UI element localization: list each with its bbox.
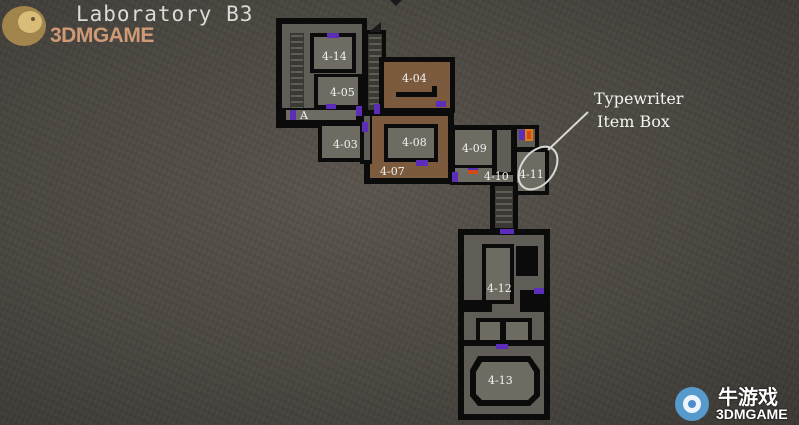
corner-watermark-en: 3DMGAME	[716, 406, 788, 422]
room-4-05[interactable]	[314, 74, 362, 108]
typewriter-legend-label: Typewriter	[594, 89, 684, 108]
corner-watermark-cn: 牛游戏	[718, 385, 778, 409]
label-4-13: 4-13	[488, 374, 513, 387]
room-4-13[interactable]	[458, 318, 550, 420]
item-box-legend-label: Item Box	[597, 112, 670, 131]
room-4-09[interactable]	[450, 125, 498, 170]
label-point-a: A	[299, 109, 309, 122]
label-4-05: 4-05	[330, 86, 355, 99]
label-4-07: 4-07	[380, 165, 405, 178]
room-labels: 4-14 4-05 A 4-03 4-04 4-08 4-07 4-09 4-1…	[299, 50, 544, 387]
label-4-11: 4-11	[519, 168, 544, 181]
site-logo-watermark	[2, 6, 46, 46]
typewriter-icon	[527, 131, 531, 139]
label-4-12: 4-12	[487, 282, 512, 295]
label-4-04: 4-04	[402, 72, 427, 85]
callout-ellipse	[517, 145, 559, 191]
label-4-03: 4-03	[333, 138, 358, 151]
site-logo-text: 3DMGAME	[50, 24, 154, 47]
room-4-07[interactable]	[360, 110, 454, 184]
label-4-08: 4-08	[402, 136, 427, 149]
callout-line	[547, 111, 589, 151]
label-4-10: 4-10	[484, 170, 509, 183]
room-4-03[interactable]	[318, 122, 368, 162]
top-marker-icon	[390, 0, 402, 6]
map-title: Laboratory B3	[76, 2, 254, 26]
label-4-09: 4-09	[462, 142, 487, 155]
label-4-14: 4-14	[322, 50, 347, 63]
red-door-icon	[468, 170, 478, 174]
room-4-10[interactable]	[450, 125, 520, 185]
corridor-south[interactable]	[490, 183, 518, 231]
corner-watermark	[675, 387, 709, 421]
typewriter-door-icon	[519, 130, 525, 140]
